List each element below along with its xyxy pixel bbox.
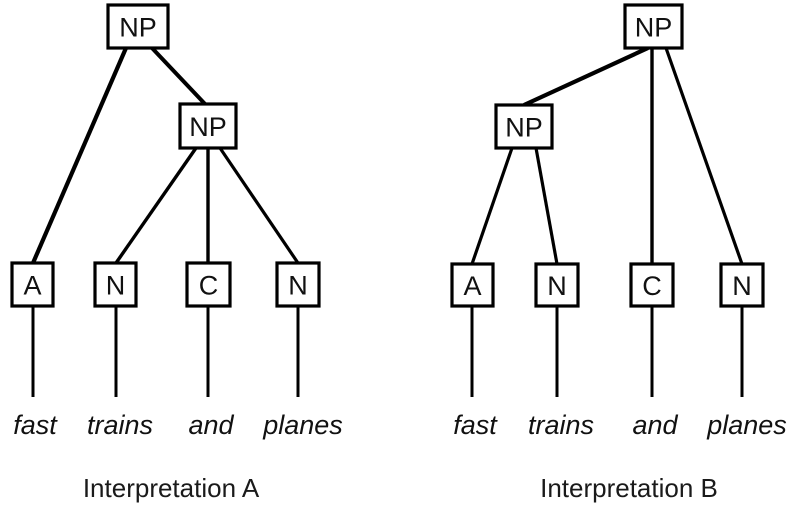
edge-b-e-np-a xyxy=(470,147,514,265)
leaf-word-b-word-planes: planes xyxy=(706,410,787,440)
node-label-b-pos-n1: N xyxy=(547,271,567,301)
node-label-b-pos-a: A xyxy=(463,271,481,301)
node-a-pos-n2[interactable]: N xyxy=(275,261,321,308)
edge-a-e-root-a xyxy=(31,47,128,264)
node-label-b-pos-c: C xyxy=(642,271,662,301)
leaf-word-a-word-and: and xyxy=(188,410,234,440)
node-a-pos-c[interactable]: C xyxy=(185,261,232,308)
node-box-a-np-root xyxy=(106,3,170,50)
node-a-pos-a[interactable]: A xyxy=(10,261,55,308)
node-box-a-np-inner xyxy=(178,102,238,150)
leaf-word-b-word-fast: fast xyxy=(453,410,498,440)
caption-interpretation-b: Interpretation B xyxy=(540,473,718,503)
node-box-b-pos-n1 xyxy=(534,262,580,308)
node-a-pos-n1[interactable]: N xyxy=(93,261,138,308)
node-label-a-pos-n2: N xyxy=(288,271,308,301)
node-label-b-pos-n2: N xyxy=(732,271,752,301)
node-a-np-inner[interactable]: NP xyxy=(178,102,238,150)
leaf-word-a-word-trains: trains xyxy=(87,410,153,440)
node-box-b-pos-n2 xyxy=(719,262,765,308)
node-b-pos-a[interactable]: A xyxy=(450,262,495,308)
node-label-a-np-inner: NP xyxy=(189,112,227,142)
node-b-pos-n1[interactable]: N xyxy=(534,262,580,308)
leaf-word-b-word-trains: trains xyxy=(528,410,594,440)
node-label-a-np-root: NP xyxy=(119,13,157,43)
node-label-a-pos-c: C xyxy=(199,271,219,301)
node-box-a-pos-a xyxy=(10,261,55,308)
node-label-a-pos-a: A xyxy=(23,271,41,301)
node-box-b-np-inner xyxy=(494,103,554,150)
node-a-np-root[interactable]: NP xyxy=(106,3,170,50)
node-box-a-pos-n1 xyxy=(93,261,138,308)
caption-interpretation-a: Interpretation A xyxy=(83,473,260,503)
node-label-b-np-root: NP xyxy=(635,13,673,43)
leaf-word-a-word-fast: fast xyxy=(13,410,58,440)
node-box-b-pos-a xyxy=(450,262,495,308)
node-box-a-pos-c xyxy=(185,261,232,308)
edge-b-e-np-n1 xyxy=(534,147,559,265)
node-b-np-inner[interactable]: NP xyxy=(494,103,554,150)
edge-a-e-np-n2 xyxy=(218,147,300,264)
node-b-np-root[interactable]: NP xyxy=(623,3,684,50)
edge-b-e-root-n2 xyxy=(664,47,744,265)
leaf-word-b-word-and: and xyxy=(632,410,678,440)
edge-b-e-root-np xyxy=(523,46,649,107)
node-label-b-np-inner: NP xyxy=(505,113,543,143)
node-box-a-pos-n2 xyxy=(275,261,321,308)
edge-a-e-root-np xyxy=(150,46,207,106)
node-b-pos-n2[interactable]: N xyxy=(719,262,765,308)
node-box-b-np-root xyxy=(623,3,684,50)
node-label-a-pos-n1: N xyxy=(106,271,126,301)
node-box-b-pos-c xyxy=(629,262,675,308)
leaf-word-a-word-planes: planes xyxy=(262,410,343,440)
node-b-pos-c[interactable]: C xyxy=(629,262,675,308)
edge-a-e-np-n1 xyxy=(114,147,198,264)
